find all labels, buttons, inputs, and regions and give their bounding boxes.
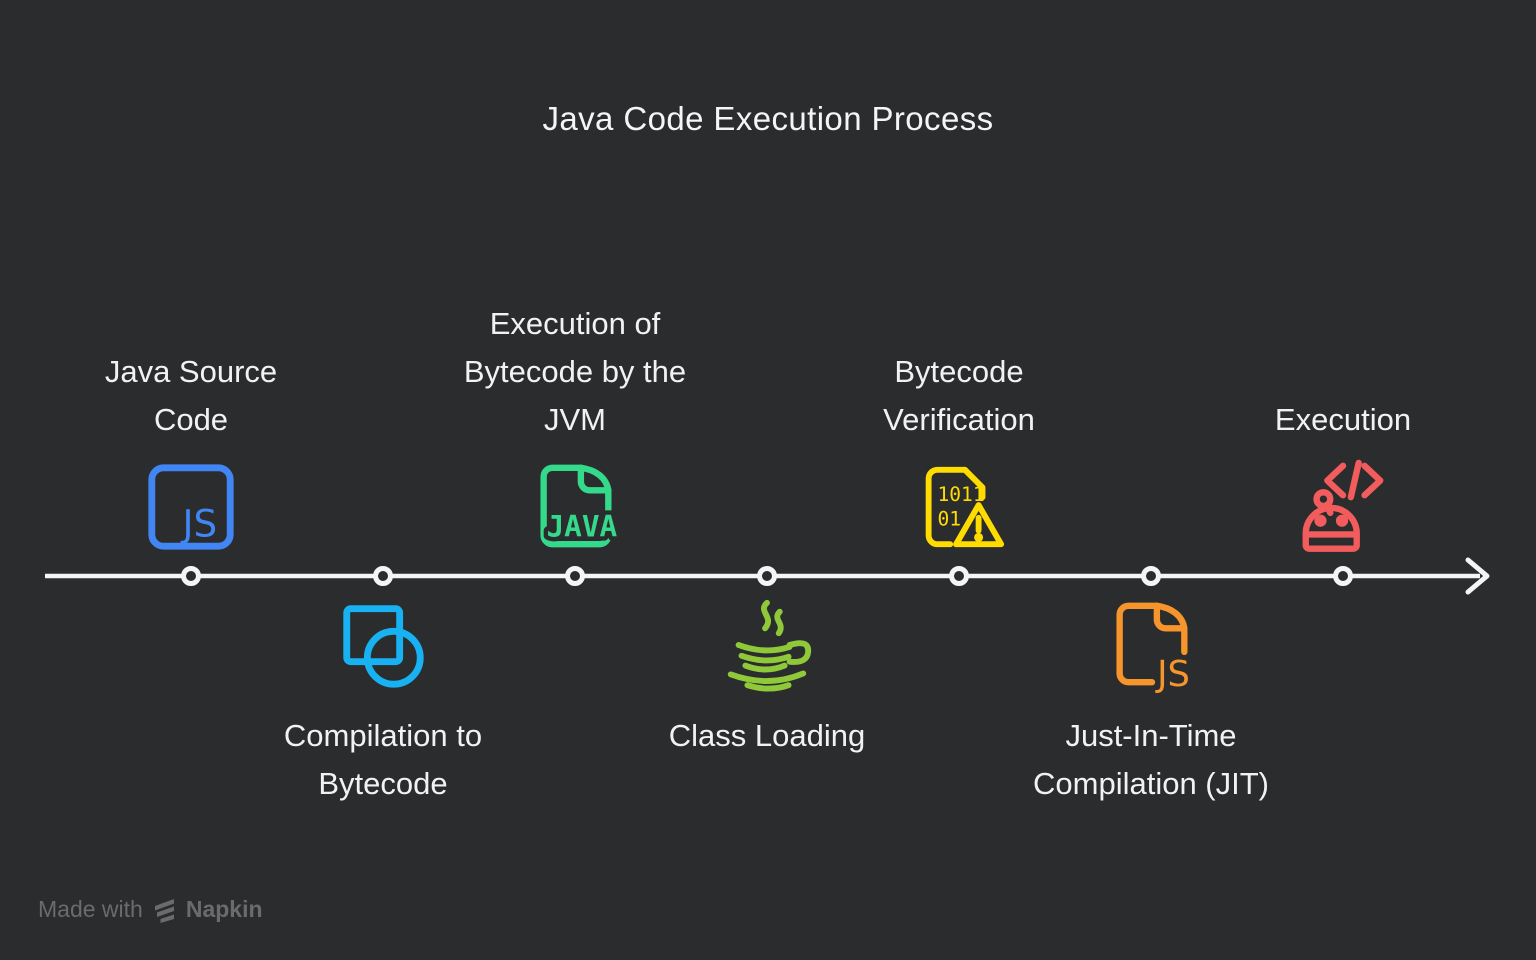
stage-bytecode-verification: Bytecode Verification 1011 01 bbox=[844, 348, 1074, 556]
js-file-icon: JS bbox=[142, 458, 240, 556]
stage-label: Compilation to Bytecode bbox=[283, 718, 483, 801]
stage-java-source-code: Java Source Code JS bbox=[71, 348, 311, 556]
robot-code-icon bbox=[1294, 458, 1392, 556]
watermark: Made with Napkin bbox=[38, 896, 263, 923]
timeline-axis bbox=[45, 557, 1490, 595]
timeline-node bbox=[373, 566, 393, 586]
timeline-node bbox=[565, 566, 585, 586]
timeline-node bbox=[949, 566, 969, 586]
stage-execution-of-bytecode-by-jvm: Execution of Bytecode by the JVM JAVA bbox=[460, 300, 690, 556]
java-file-icon-text: JAVA bbox=[546, 509, 617, 543]
stage-execution: Execution bbox=[1228, 396, 1458, 556]
timeline-node bbox=[757, 566, 777, 586]
stage-label: Just-In-Time Compilation (JIT) bbox=[1033, 718, 1269, 801]
java-file-icon: JAVA bbox=[526, 458, 624, 556]
stage-compilation-to-bytecode: Compilation to Bytecode bbox=[243, 596, 523, 808]
watermark-text: Made with bbox=[38, 896, 143, 922]
binary-row1-text: 1011 bbox=[937, 483, 984, 506]
binary-row2-text: 01 bbox=[937, 508, 961, 531]
binary-file-warning-icon: 1011 01 bbox=[910, 458, 1008, 556]
stage-class-loading: Class Loading bbox=[627, 596, 907, 760]
js-file-icon-text: JS bbox=[1155, 654, 1190, 694]
timeline-node bbox=[1333, 566, 1353, 586]
java-coffee-cup-icon bbox=[718, 596, 816, 694]
page-title: Java Code Execution Process bbox=[542, 100, 994, 137]
timeline-node bbox=[181, 566, 201, 586]
timeline-node bbox=[1141, 566, 1161, 586]
stage-label: Execution bbox=[1274, 402, 1412, 437]
stage-label: Java Source Code bbox=[104, 354, 278, 437]
square-circle-shapes-icon bbox=[334, 596, 432, 694]
napkin-logo-icon bbox=[154, 899, 174, 923]
stage-jit-compilation: JS Just-In-Time Compilation (JIT) bbox=[1011, 596, 1291, 808]
arrowhead-icon bbox=[1465, 557, 1490, 595]
js-file-icon-text: JS bbox=[181, 501, 218, 545]
stage-label: Bytecode Verification bbox=[883, 354, 1035, 437]
watermark-brand: Napkin bbox=[185, 896, 263, 922]
js-file-icon: JS bbox=[1102, 596, 1200, 694]
stage-label: Class Loading bbox=[668, 718, 866, 753]
stage-label: Execution of Bytecode by the JVM bbox=[463, 306, 687, 437]
